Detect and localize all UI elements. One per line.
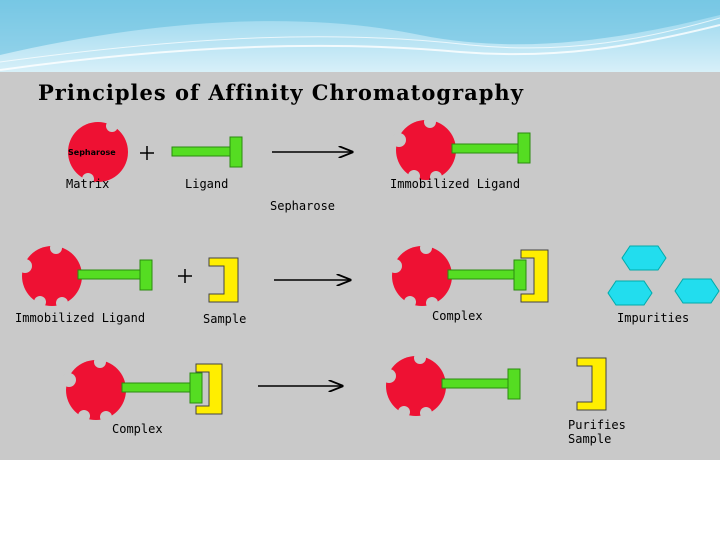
ligand-label: Ligand: [185, 177, 229, 191]
row2-plus-sign: [178, 269, 192, 283]
row1-plus-sign: [140, 146, 154, 160]
matrix-inner-label: Sepharose: [68, 148, 116, 157]
immobilized-ligand-label-row1: Immobilized Ligand: [390, 177, 521, 191]
row2-impurities: [607, 245, 720, 306]
decorative-banner: [0, 0, 720, 80]
matrix-label: Matrix: [66, 177, 110, 191]
row3-immobilized-ligand: [382, 352, 521, 419]
row2-complex: [388, 242, 549, 309]
row1-immobilized-ligand: [392, 116, 531, 183]
row2-sample: [208, 257, 239, 303]
purified-label-line1: Purifies: [568, 418, 626, 432]
page-title: Principles of Affinity Chromatography: [38, 80, 524, 105]
complex-label-row3: Complex: [112, 422, 163, 436]
purified-label-line2: Sample: [568, 432, 612, 446]
row2-immobilized-ligand: [18, 242, 153, 309]
sample-label: Sample: [203, 312, 247, 326]
sepharose-label: Sepharose: [270, 199, 336, 213]
impurities-label: Impurities: [617, 311, 690, 325]
immobilized-ligand-label-row2: Immobilized Ligand: [15, 311, 146, 325]
complex-label-row2: Complex: [432, 309, 483, 323]
row3-purified-sample: [576, 357, 607, 411]
row3-complex: [62, 356, 223, 423]
row1-ligand: [171, 136, 243, 168]
